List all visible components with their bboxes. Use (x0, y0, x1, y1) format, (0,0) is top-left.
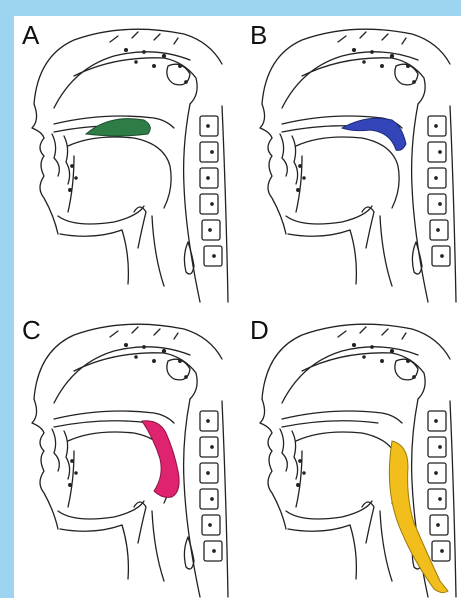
highlight-region (389, 441, 448, 593)
panel-label: B (250, 22, 267, 48)
panel-c: C (14, 311, 234, 598)
panel-label: A (22, 22, 39, 48)
highlight-region (142, 421, 179, 498)
highlight-region (86, 119, 150, 136)
panel-label: C (22, 317, 41, 343)
head-section-diagram (242, 16, 461, 303)
highlight-region (342, 118, 406, 150)
panel-d: D (242, 311, 461, 598)
head-section-diagram (242, 311, 461, 598)
head-section-diagram (14, 16, 234, 303)
head-section-diagram (14, 311, 234, 598)
panel-b: B (242, 16, 461, 303)
panel-label: D (250, 317, 269, 343)
panel-a: A (14, 16, 234, 303)
figure-sheet: A B C D (14, 16, 461, 598)
